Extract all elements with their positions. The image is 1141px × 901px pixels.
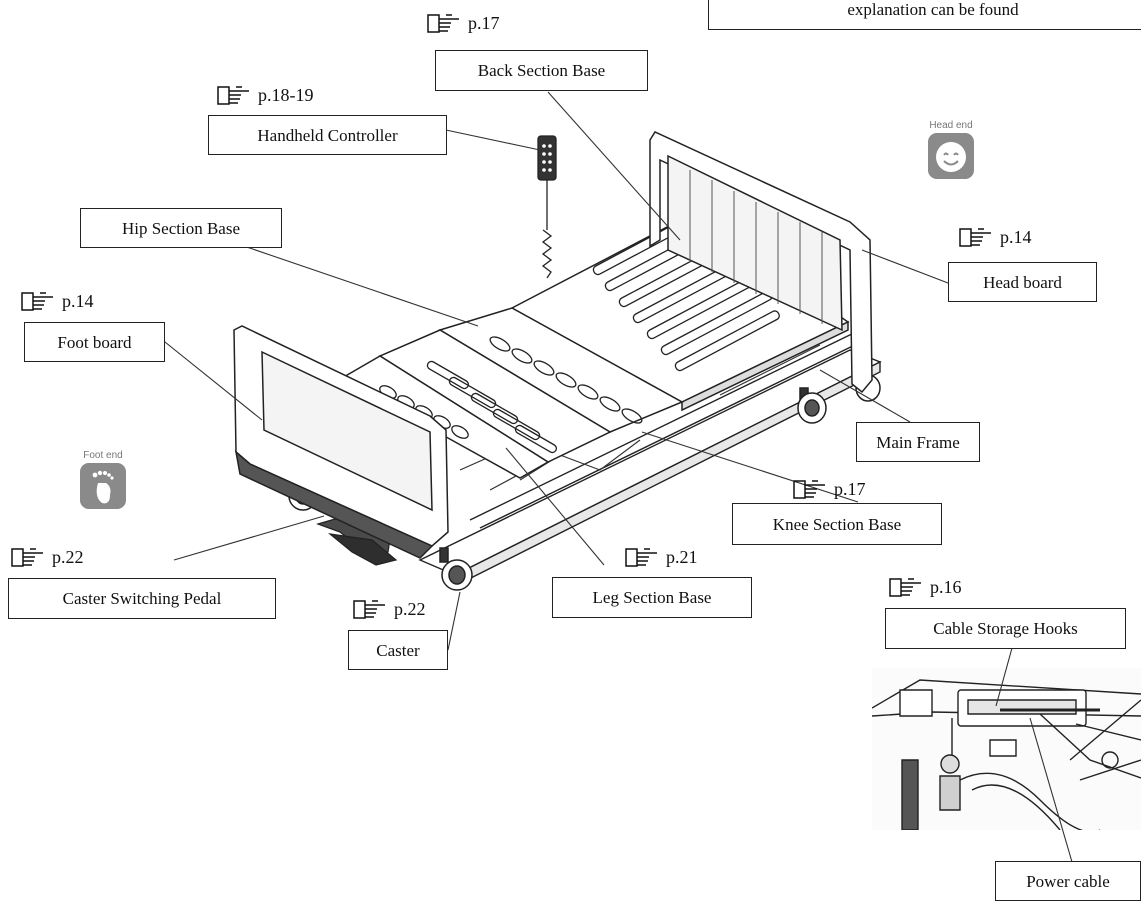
hand-pointer-icon [959, 228, 991, 247]
page-ref-text: p.14 [62, 290, 94, 311]
leader-knee-section [641, 431, 859, 503]
cable-hooks-inset [872, 668, 1141, 830]
page-ref-text: p.14 [1000, 226, 1032, 247]
leader-cable-hooks [995, 647, 1013, 707]
label-knee-section-base: Knee Section Base [732, 503, 942, 545]
hand-pointer-icon [217, 86, 249, 105]
leader-caster-pedal [173, 515, 325, 561]
page-ref-foot-board: p.14 [20, 290, 94, 312]
page-ref-text: p.18-19 [258, 84, 314, 105]
head-end-badge: Head end [928, 120, 974, 179]
label-foot-board: Foot board [24, 322, 165, 362]
page-ref-caster-pedal: p.22 [10, 546, 84, 568]
label-power-cable: Power cable [995, 861, 1141, 901]
hand-pointer-icon [889, 578, 921, 597]
label-hip-section-base: Hip Section Base [80, 208, 282, 248]
legend-box: explanation can be found [708, 0, 1141, 30]
label-leg-section-base: Leg Section Base [552, 577, 752, 618]
footprint-icon [80, 463, 126, 509]
leader-head-board [861, 249, 949, 284]
leader-leg-section [505, 447, 605, 566]
page-ref-back-section: p.17 [426, 12, 500, 34]
label-back-section-base: Back Section Base [435, 50, 648, 91]
leader-caster [447, 591, 461, 651]
label-head-board: Head board [948, 262, 1097, 302]
label-cable-storage-hooks: Cable Storage Hooks [885, 608, 1126, 649]
label-caster-switching-pedal: Caster Switching Pedal [8, 578, 276, 619]
knee-section-slots [426, 360, 558, 454]
page-ref-text: p.17 [834, 478, 866, 499]
leader-hip-section [231, 241, 479, 327]
page-ref-text: p.21 [666, 546, 698, 567]
hand-pointer-icon [793, 480, 825, 499]
head-board-drawing [650, 132, 872, 392]
hand-pointer-icon [11, 548, 43, 567]
head-end-caption: Head end [929, 120, 973, 131]
leader-back-section [547, 91, 681, 241]
controller-drawing [538, 136, 556, 278]
page-ref-text: p.22 [52, 546, 84, 567]
page-ref-handheld-controller: p.18-19 [216, 84, 314, 106]
page-ref-text: p.22 [394, 598, 426, 619]
label-caster: Caster [348, 630, 448, 670]
page-ref-text: p.16 [930, 576, 962, 597]
legend-text: explanation can be found [847, 0, 1019, 19]
foot-end-caption: Foot end [83, 450, 123, 461]
foot-end-badge: Foot end [80, 450, 126, 509]
page-ref-head-board: p.14 [958, 226, 1032, 248]
label-handheld-controller: Handheld Controller [208, 115, 447, 155]
leader-foot-board [159, 337, 263, 421]
hand-pointer-icon [427, 14, 459, 33]
label-main-frame: Main Frame [856, 422, 980, 462]
leader-handheld-controller [445, 129, 541, 151]
hand-pointer-icon [625, 548, 657, 567]
smiley-face-icon [928, 133, 974, 179]
leader-main-frame [819, 369, 911, 423]
page-ref-leg-section: p.21 [624, 546, 698, 568]
page-ref-knee-section: p.17 [792, 478, 866, 500]
foot-board-drawing [206, 0, 448, 558]
page-ref-text: p.17 [468, 12, 500, 33]
hip-section-slots [488, 334, 644, 426]
hand-pointer-icon [353, 600, 385, 619]
leader-power-cable [1029, 717, 1073, 863]
main-frame-drawing [420, 330, 880, 586]
page-ref-caster: p.22 [352, 598, 426, 620]
page-ref-cable-hooks: p.16 [888, 576, 962, 598]
hand-pointer-icon [21, 292, 53, 311]
